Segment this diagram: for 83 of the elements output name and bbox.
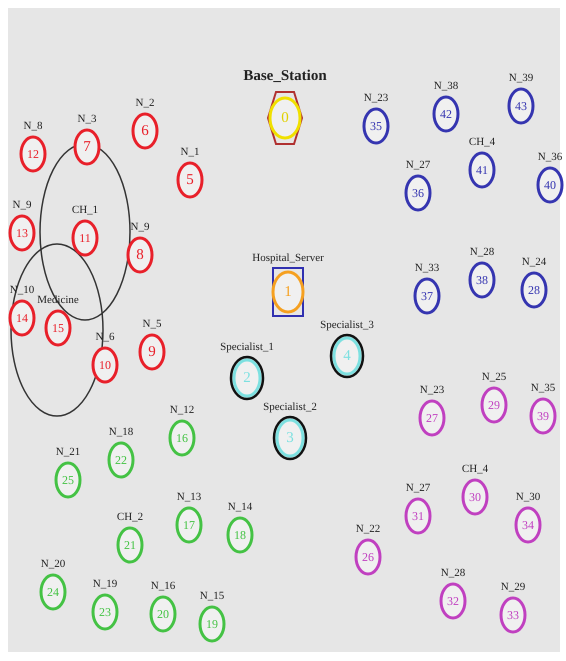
node-label: N_18 <box>108 426 134 439</box>
node-number: 7 <box>82 138 92 156</box>
node-label: N_3 <box>76 113 98 126</box>
node-number: 11 <box>78 230 92 247</box>
node-number: 12 <box>26 146 40 163</box>
node-number: 21 <box>123 537 137 554</box>
node-label: N_2 <box>134 97 156 110</box>
node-number: 38 <box>475 272 489 289</box>
node-label: N_14 <box>226 501 254 514</box>
node-label: Specialist_3 <box>319 319 375 332</box>
node-number: 20 <box>156 606 170 623</box>
node-label: N_36 <box>536 151 564 164</box>
node-number: 35 <box>369 118 383 135</box>
node-label: N_28 <box>440 567 466 580</box>
node-number: 26 <box>361 549 375 566</box>
node-label: CH_2 <box>116 511 144 524</box>
node-number: 17 <box>182 517 196 534</box>
node-number: 37 <box>420 288 434 305</box>
node-number: 18 <box>233 527 247 544</box>
node-label: N_39 <box>508 72 534 85</box>
node-number: 30 <box>468 489 482 506</box>
node-label: N_23 <box>418 384 446 397</box>
node-number: 41 <box>475 162 489 179</box>
node-label: Specialist_1 <box>219 341 275 354</box>
node-number: 9 <box>147 343 157 361</box>
node-number: 5 <box>185 171 195 189</box>
node-label: N_15 <box>198 590 226 603</box>
node-number: 25 <box>61 472 75 489</box>
node-label: N_1 <box>180 146 200 159</box>
node-number: 13 <box>15 225 29 242</box>
node-number: 22 <box>114 452 128 469</box>
node-number: 27 <box>425 410 439 427</box>
node-number: 31 <box>411 508 425 525</box>
node-number: 36 <box>411 185 425 202</box>
node-number: 40 <box>543 177 557 194</box>
node-number: 43 <box>514 98 528 115</box>
node-number: 19 <box>205 616 219 633</box>
node-number: 16 <box>175 430 189 447</box>
node-number: 10 <box>98 357 112 374</box>
node-label: N_35 <box>530 382 556 395</box>
node-number: 6 <box>140 122 150 140</box>
node-label: N_25 <box>480 371 508 384</box>
node-number: 42 <box>439 106 453 123</box>
node-label: N_23 <box>362 92 390 105</box>
node-number: 24 <box>46 584 60 601</box>
node-label: N_8 <box>22 120 44 133</box>
node-number: 1 <box>283 283 293 301</box>
node-number: 28 <box>527 282 541 299</box>
node-label: N_22 <box>354 523 382 536</box>
node-label: N_27 <box>404 482 432 495</box>
node-label: N_13 <box>176 491 202 504</box>
node-label: N_27 <box>404 159 432 172</box>
node-number: 39 <box>536 408 550 425</box>
node-label: Hospital_Server <box>251 252 325 265</box>
node-label: Specialist_2 <box>262 401 318 414</box>
node-label: N_24 <box>520 256 548 269</box>
node-label: N_5 <box>142 318 162 331</box>
node-label: N_33 <box>414 262 440 275</box>
node-number: 33 <box>506 607 520 624</box>
node-number: 0 <box>280 109 290 127</box>
node-label: N_9 <box>130 221 150 234</box>
node-label: N_12 <box>168 404 196 417</box>
node-label: CH_1 <box>70 204 100 217</box>
node-number: 23 <box>98 604 112 621</box>
node-label: N_20 <box>40 558 66 571</box>
node-number: 4 <box>342 347 352 365</box>
node-label: N_29 <box>500 581 526 594</box>
node-number: 32 <box>446 593 460 610</box>
node-label: N_9 <box>12 199 32 212</box>
node-number: 29 <box>487 397 501 414</box>
node-label: Base_Station <box>242 70 328 83</box>
node-number: 14 <box>15 310 29 327</box>
node-number: 15 <box>51 320 65 337</box>
node-label: N_21 <box>54 446 82 459</box>
node-label: N_38 <box>432 80 460 93</box>
node-number: 34 <box>521 517 535 534</box>
node-label: CH_4 <box>468 136 496 149</box>
node-number: 3 <box>285 429 295 447</box>
node-label: N_30 <box>514 491 542 504</box>
node-label: CH_4 <box>460 463 490 476</box>
node-number: 2 <box>242 369 252 387</box>
node-number: 8 <box>135 246 145 264</box>
node-label: N_28 <box>468 246 496 259</box>
